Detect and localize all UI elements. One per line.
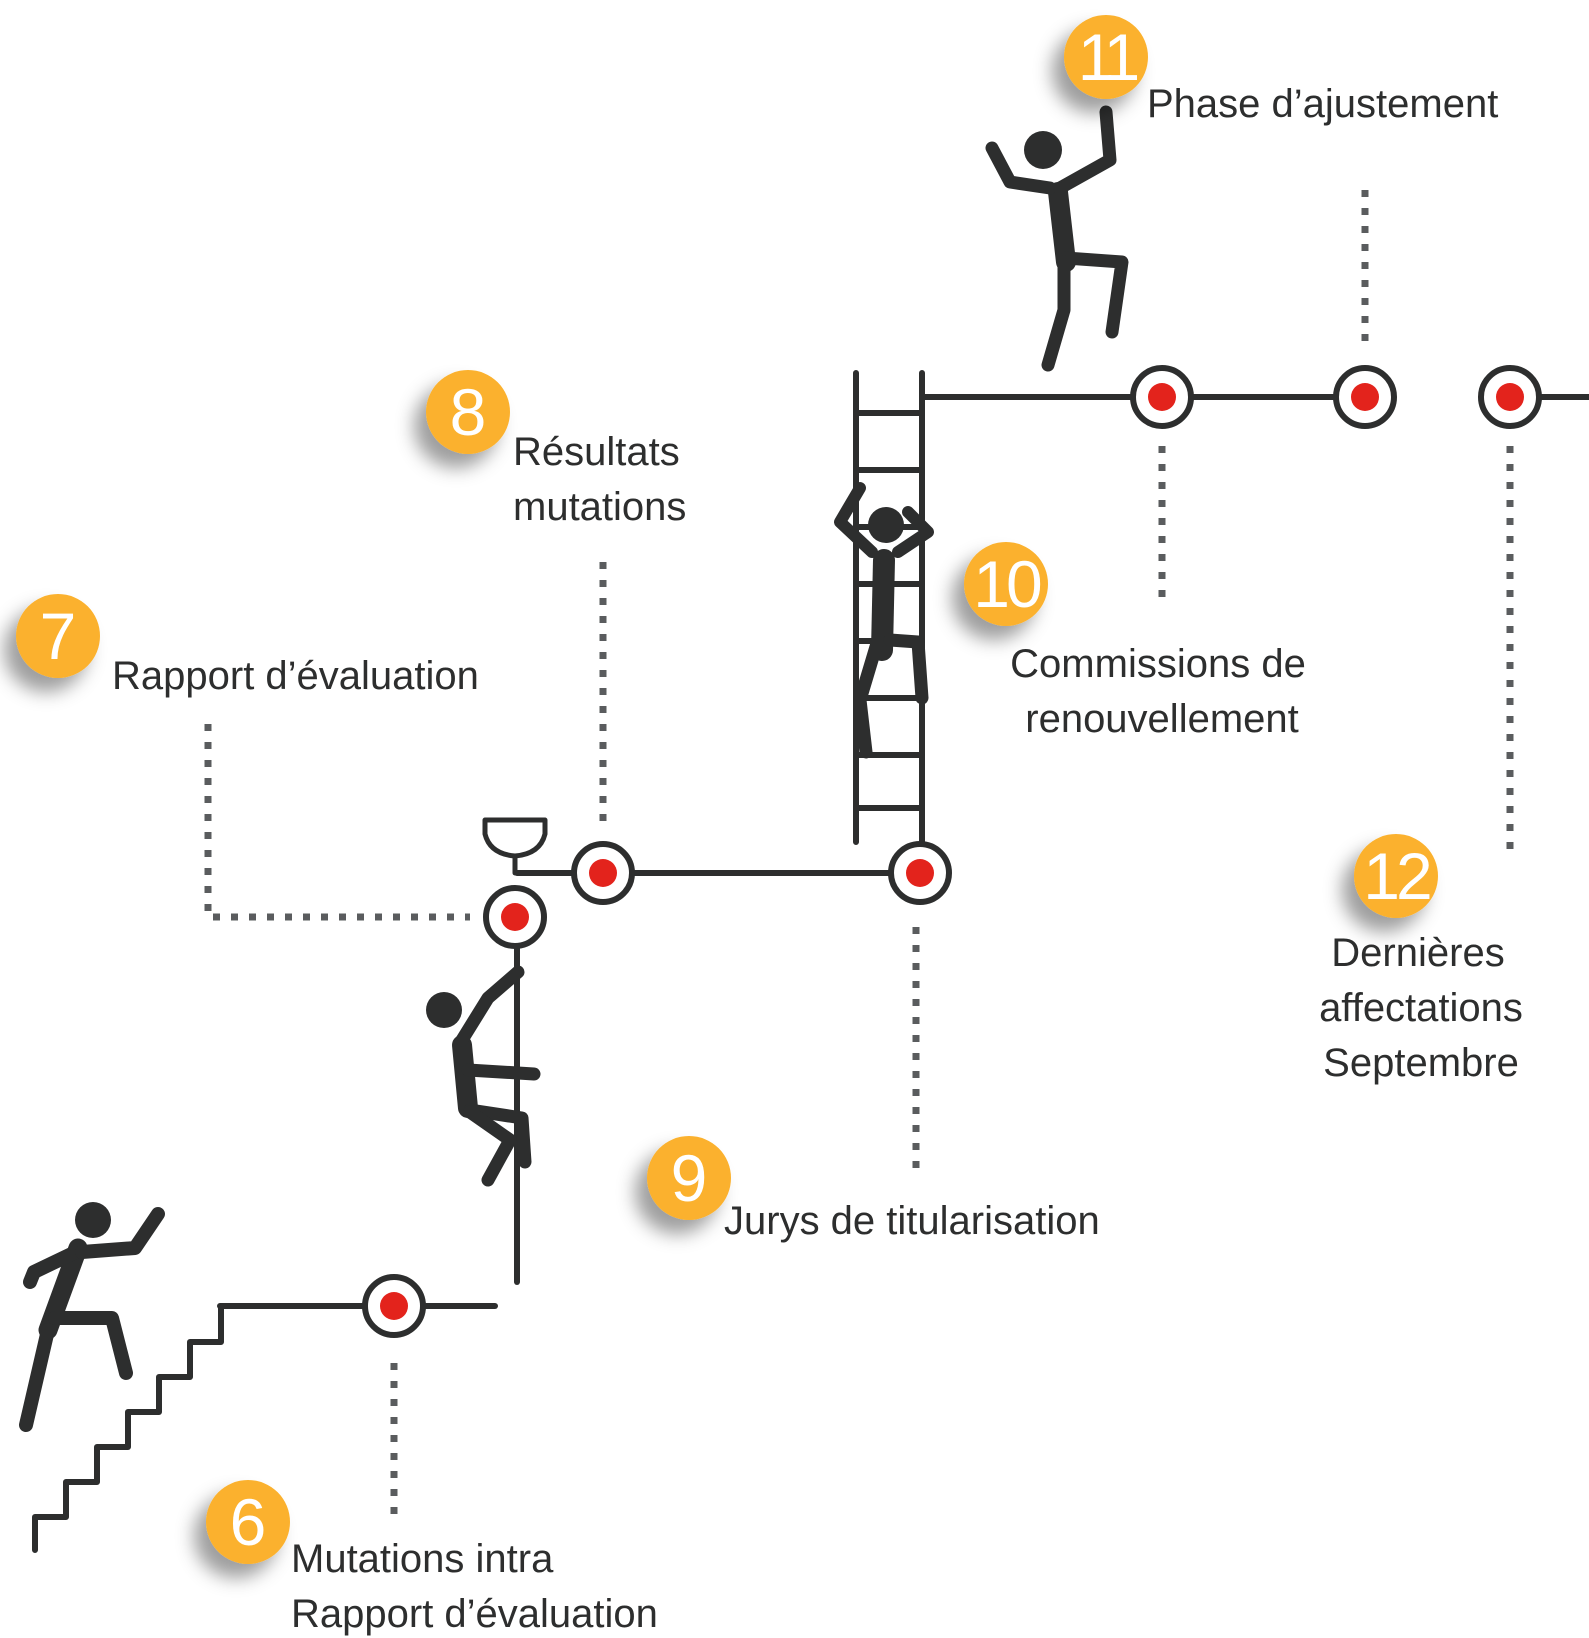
svg-text:Rapport d’évaluation: Rapport d’évaluation [291,1592,658,1636]
label-9: Jurys de titularisation [724,1199,1100,1243]
svg-text:8: 8 [450,375,487,449]
svg-text:Phase d’ajustement: Phase d’ajustement [1147,82,1498,126]
marker-12 [1478,365,1542,429]
badge-11: 11 [1064,15,1148,99]
badge-9: 9 [647,1136,731,1220]
ladder-climber-icon [834,482,934,759]
svg-text:Mutations intra: Mutations intra [291,1537,554,1581]
jumping-person-icon [985,105,1129,372]
svg-text:affectations: affectations [1319,986,1523,1030]
svg-text:Jurys de titularisation: Jurys de titularisation [724,1199,1100,1243]
rope-climber-icon [426,965,541,1187]
badge-12: 12 [1354,834,1438,918]
svg-text:renouvellement: renouvellement [1025,697,1299,741]
label-12: Dernières affectations Septembre [1319,931,1523,1085]
label-11: Phase d’ajustement [1147,82,1498,126]
marker-7 [483,885,547,949]
svg-text:11: 11 [1078,20,1138,94]
svg-text:12: 12 [1363,839,1430,913]
marker-11 [1333,365,1397,429]
marker-8 [571,841,635,905]
label-6: Mutations intra Rapport d’évaluation [291,1537,658,1636]
stairs-climber-icon [19,1202,165,1432]
svg-text:mutations: mutations [513,485,686,529]
svg-text:Rapport d’évaluation: Rapport d’évaluation [112,654,479,698]
badge-8: 8 [426,370,510,454]
label-7: Rapport d’évaluation [112,654,479,698]
label-8: Résultats mutations [513,430,686,529]
badge-6: 6 [206,1480,290,1564]
labels: Mutations intra Rapport d’évaluation Rap… [112,82,1523,1636]
svg-text:7: 7 [40,599,77,673]
svg-text:Commissions de: Commissions de [1010,642,1306,686]
staircase [32,1303,224,1553]
svg-text:Dernières: Dernières [1331,931,1504,975]
badges: 6 7 8 9 10 11 12 [16,15,1438,1564]
svg-text:9: 9 [671,1141,708,1215]
svg-text:Résultats: Résultats [513,430,680,474]
marker-10 [1130,365,1194,429]
badge-7: 7 [16,594,100,678]
svg-text:Septembre: Septembre [1323,1041,1519,1085]
svg-text:10: 10 [973,547,1041,621]
marker-9 [888,841,952,905]
leader-lines [204,190,1514,1524]
milestone-markers [362,365,1542,1338]
badge-10: 10 [964,542,1048,626]
label-10: Commissions de renouvellement [1010,642,1306,741]
svg-text:6: 6 [230,1485,267,1559]
marker-6 [362,1274,426,1338]
